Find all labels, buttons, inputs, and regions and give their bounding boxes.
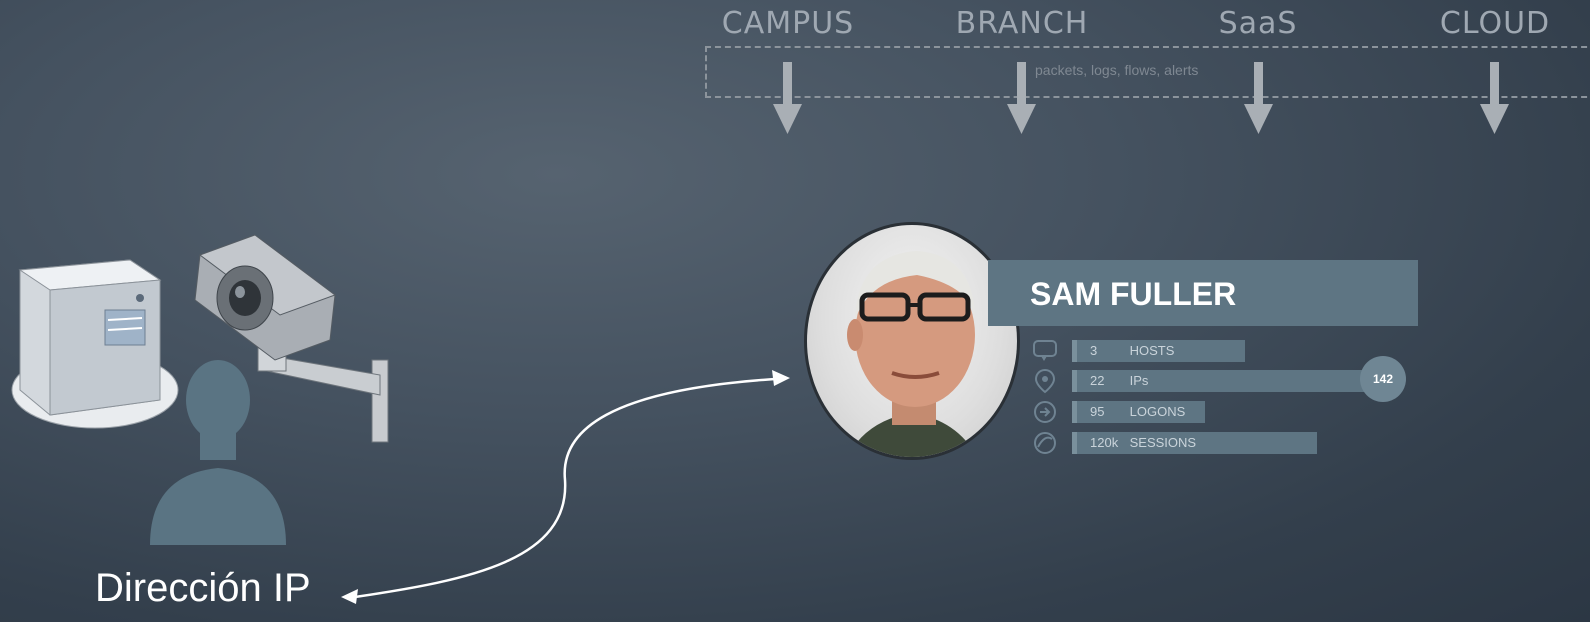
profile-name-bar: [988, 260, 1418, 326]
stat-row-sessions: 120k SESSIONS: [1090, 432, 1196, 454]
sessions-icon: [1034, 432, 1056, 454]
ip-count-badge: 142: [1360, 356, 1406, 402]
stat-label: SESSIONS: [1129, 435, 1197, 450]
arrow-down-icon: [1244, 62, 1273, 134]
source-label-saas: SaaS: [1218, 6, 1298, 41]
security-camera-icon: [194, 234, 389, 443]
stat-value: 3: [1090, 343, 1098, 358]
stat-bar-logons: [1072, 401, 1205, 423]
stat-row-ips: 22 IPs: [1090, 370, 1148, 392]
source-label-branch: BRANCH: [955, 6, 1089, 41]
stat-row-hosts: 3 HOSTS: [1090, 340, 1174, 362]
avatar: [804, 222, 1020, 460]
profile-name: SAM FULLER: [1030, 276, 1237, 312]
arrow-head-icon: [341, 589, 358, 604]
server-icon: [11, 259, 179, 429]
location-pin-icon: [1034, 368, 1056, 394]
stat-bar-ips: [1072, 370, 1377, 392]
badge-value: 142: [1372, 372, 1394, 386]
user-silhouette-icon: [150, 360, 286, 545]
stat-label: IPs: [1129, 373, 1149, 388]
arrow-down-icon: [773, 62, 802, 134]
stat-bar-sessions: [1072, 432, 1317, 454]
arrow-down-icon: [1007, 62, 1036, 134]
device-illustration: [11, 234, 389, 545]
stat-row-logons: 95 LOGONS: [1090, 401, 1185, 423]
source-label-campus: CAMPUS: [721, 6, 855, 41]
chat-icon: [1033, 340, 1057, 361]
stat-label: LOGONS: [1129, 404, 1186, 419]
stat-value: 95: [1090, 404, 1105, 419]
source-label-cloud: CLOUD: [1439, 6, 1551, 41]
arrow-head-icon: [772, 370, 790, 386]
stat-value: 120k: [1090, 435, 1119, 450]
ip-address-label: Dirección IP: [95, 566, 311, 610]
logon-icon: [1034, 401, 1056, 423]
data-stream-box: [705, 46, 1590, 98]
stat-value: 22: [1090, 373, 1105, 388]
arrow-down-icon: [1480, 62, 1509, 134]
data-stream-label: packets, logs, flows, alerts: [1035, 62, 1199, 78]
stat-label: HOSTS: [1129, 343, 1175, 358]
stat-bar-hosts: [1072, 340, 1245, 362]
